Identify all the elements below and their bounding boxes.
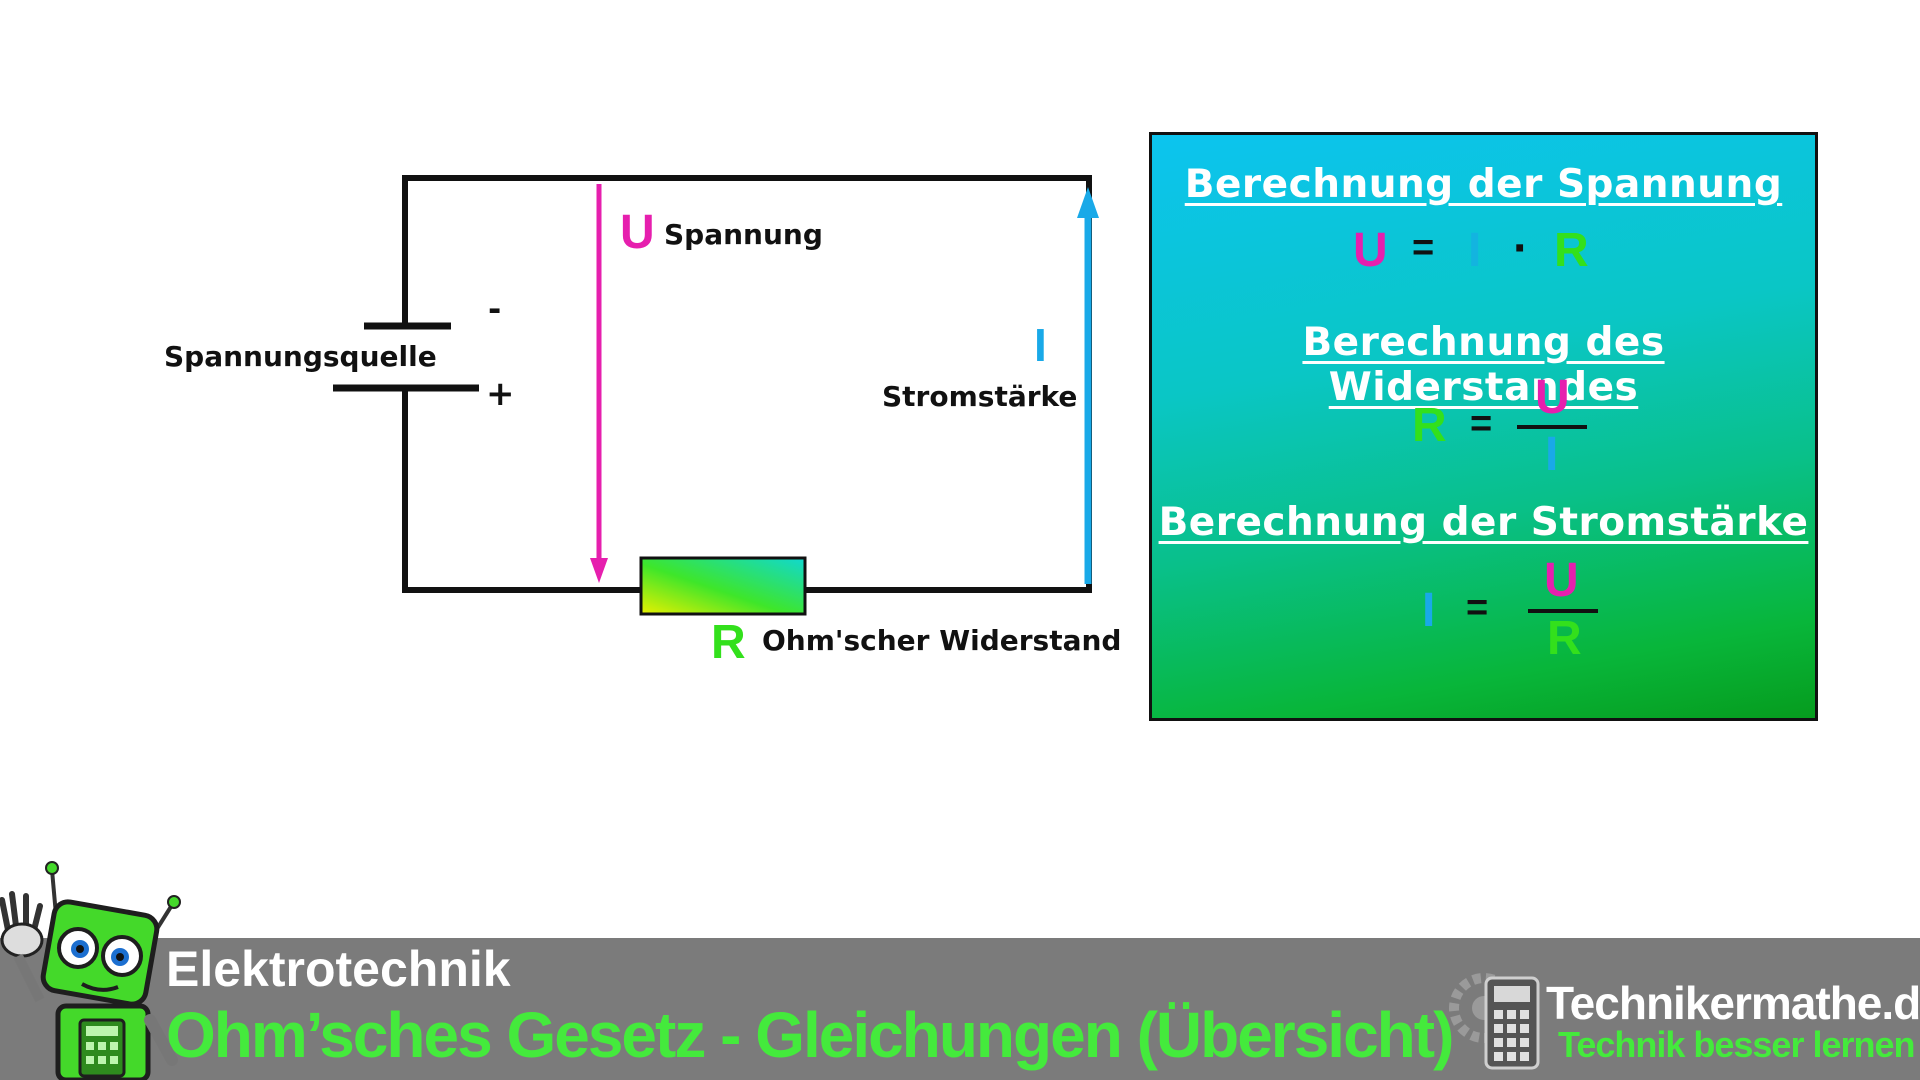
voltage-formula-title: Berechnung der Spannung [1184, 162, 1783, 207]
video-title: Ohm’sches Gesetz - Gleichungen (Übersich… [166, 999, 1454, 1071]
voltage-formula-lhs: U [1353, 224, 1388, 277]
current-formula-lhs: I [1422, 584, 1436, 637]
resistor-label: Ohm'scher Widerstand [762, 624, 1122, 657]
voltage-formula-current: I [1468, 224, 1482, 277]
resistance-formula-lhs: R [1412, 399, 1447, 452]
current-label: Stromstärke [882, 380, 1078, 413]
resistance-fraction-bar [1517, 425, 1587, 429]
current-symbol: I [1034, 319, 1047, 371]
voltage-formula-resistance: R [1554, 224, 1589, 277]
robot-mascot-icon [0, 861, 181, 1080]
brand-slogan: Technik besser lernen [1558, 1024, 1915, 1065]
voltage-arrow-head [590, 558, 608, 583]
resistor-symbol: R [711, 616, 746, 669]
circuit-wire-top [402, 175, 1092, 593]
brand-name: Technikermathe.de [1546, 977, 1920, 1029]
voltage-source-label: Spannungsquelle [164, 340, 437, 373]
voltage-label: Spannung [664, 218, 823, 251]
current-formula-equals: = [1466, 587, 1489, 629]
category-label: Elektrotechnik [166, 941, 511, 997]
current-fraction-bar [1528, 609, 1598, 613]
current-formula-numerator: U [1544, 554, 1579, 607]
formula-panel: Berechnung der Spannung U = I · R Berech… [1149, 132, 1818, 721]
current-formula-denominator: R [1547, 612, 1582, 665]
battery-plus-sign: + [486, 374, 515, 414]
calculator-gear-logo-icon [1449, 973, 1540, 1070]
circuit-wire-bottom [402, 387, 641, 593]
footer-bar: Elektrotechnik Ohm’sches Gesetz - Gleich… [0, 938, 1920, 1080]
battery-minus-sign: - [488, 290, 502, 328]
current-arrow-head [1077, 187, 1099, 218]
resistor [639, 556, 807, 616]
resistance-formula-title: Berechnung des Widerstandes [1302, 320, 1665, 410]
resistance-formula-denominator: I [1545, 428, 1559, 481]
voltage-formula-equals: = [1412, 227, 1435, 269]
voltage-symbol: U [620, 206, 655, 259]
current-formula-title: Berechnung der Stromstärke [1158, 500, 1809, 545]
resistance-formula-equals: = [1470, 403, 1493, 445]
voltage-formula-multiply: · [1513, 222, 1529, 275]
resistance-formula-numerator: U [1535, 371, 1570, 424]
